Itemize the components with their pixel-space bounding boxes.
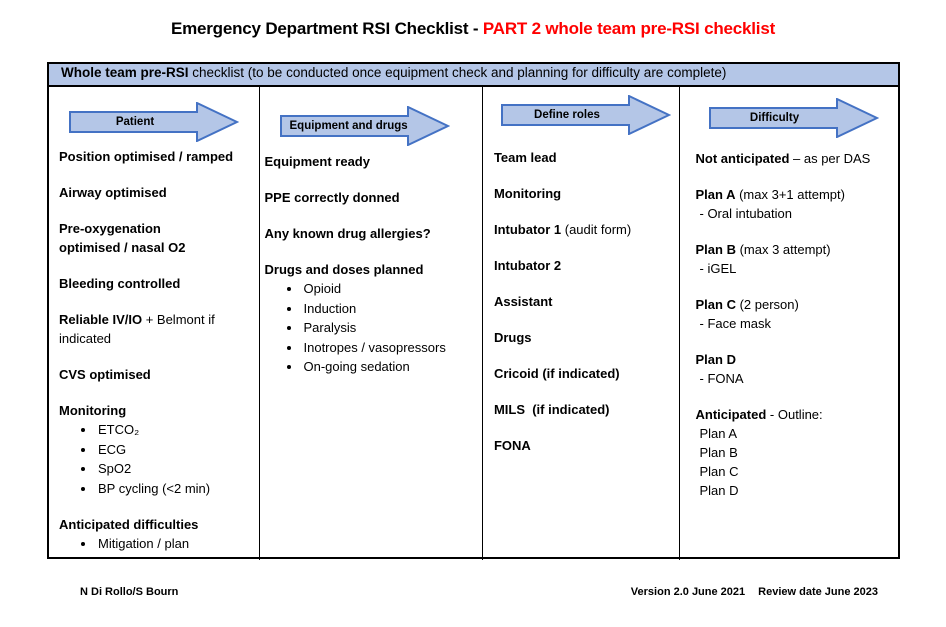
right-arrow-icon bbox=[69, 101, 240, 143]
item-airway: Airway optimised bbox=[59, 185, 167, 200]
item-plan-c-detail: - Face mask bbox=[699, 316, 772, 331]
item-monitoring: Monitoring bbox=[59, 403, 127, 418]
bullet-paralysis: Paralysis bbox=[302, 318, 478, 338]
footer-author: N Di Rollo/S Bourn bbox=[80, 586, 179, 598]
drugs-bullet-list: Opioid Induction Paralysis Inotropes / v… bbox=[265, 279, 478, 377]
item-cvs: CVS optimised bbox=[59, 367, 151, 382]
anticipated-bullet-list: Mitigation / plan bbox=[59, 534, 253, 554]
bullet-etco2: ETCO₂ bbox=[96, 420, 253, 440]
footer-review-date: Review date June 2023 bbox=[758, 586, 878, 598]
outline-plan-a: Plan A bbox=[699, 426, 738, 441]
right-arrow-icon bbox=[708, 97, 879, 139]
item-bleeding: Bleeding controlled bbox=[59, 276, 181, 291]
arrow-label: Equipment and drugs bbox=[289, 120, 408, 132]
item-ppe: PPE correctly donned bbox=[264, 190, 400, 205]
item-reliable-iv: Reliable IV/IO + Belmont if indicated bbox=[59, 312, 215, 346]
item-position: Position optimised / ramped bbox=[59, 149, 234, 164]
difficulty-arrow: Difficulty bbox=[708, 97, 879, 139]
page-title: Emergency Department RSI Checklist - PAR… bbox=[0, 19, 946, 39]
item-not-anticipated: Not anticipated – as per DAS bbox=[695, 151, 871, 166]
bullet-ecg: ECG bbox=[96, 440, 253, 460]
item-plan-b-detail: - iGEL bbox=[699, 261, 737, 276]
equipment-arrow: Equipment and drugs bbox=[279, 105, 450, 147]
right-arrow-icon bbox=[279, 105, 450, 147]
column-patient: Patient Position optimised / ramped Airw… bbox=[49, 87, 260, 560]
arrow-label: Define roles bbox=[534, 109, 600, 121]
right-arrow-icon bbox=[500, 94, 672, 136]
item-fona-role: FONA bbox=[493, 438, 531, 453]
bullet-induction: Induction bbox=[302, 299, 478, 319]
outline-plan-b: Plan B bbox=[699, 445, 738, 460]
item-anticipated-difficulties: Anticipated difficulties bbox=[59, 517, 199, 532]
banner-header: Whole team pre-RSI checklist (to be cond… bbox=[49, 64, 898, 87]
bullet-bp-cycling: BP cycling (<2 min) bbox=[96, 479, 253, 499]
item-cricoid: Cricoid (if indicated) bbox=[493, 366, 620, 381]
page-title-red: PART 2 whole team pre-RSI checklist bbox=[482, 19, 776, 38]
column-difficulty: Difficulty Not anticipated – as per DAS … bbox=[680, 87, 899, 560]
arrow-label: Patient bbox=[115, 116, 155, 128]
item-plan-a: Plan A (max 3+1 attempt) bbox=[695, 187, 845, 202]
roles-arrow: Define roles bbox=[500, 94, 672, 136]
item-plan-c: Plan C (2 person) bbox=[695, 297, 799, 312]
arrow-label: Difficulty bbox=[749, 112, 800, 124]
column-roles: Define roles Team lead Monitoring Intuba… bbox=[483, 87, 680, 560]
item-drugs-planned: Drugs and doses planned bbox=[264, 262, 424, 277]
item-assistant: Assistant bbox=[493, 294, 553, 309]
outline-plan-d: Plan D bbox=[699, 483, 739, 498]
item-drugs-role: Drugs bbox=[493, 330, 532, 345]
item-equipment-ready: Equipment ready bbox=[264, 154, 370, 169]
bullet-inotropes: Inotropes / vasopressors bbox=[302, 338, 478, 358]
bullet-sedation: On-going sedation bbox=[302, 357, 478, 377]
item-plan-d-detail: - FONA bbox=[699, 371, 744, 386]
bullet-mitigation: Mitigation / plan bbox=[96, 534, 253, 554]
item-plan-b: Plan B (max 3 attempt) bbox=[695, 242, 831, 257]
bullet-spo2: SpO2 bbox=[96, 459, 253, 479]
item-allergies: Any known drug allergies? bbox=[264, 226, 431, 241]
footer-version: Version 2.0 June 2021 bbox=[630, 586, 746, 598]
banner-bold-text: Whole team pre-RSI bbox=[61, 65, 189, 80]
item-preoxygenation: Pre-oxygenation optimised / nasal O2 bbox=[59, 221, 186, 255]
bullet-opioid: Opioid bbox=[302, 279, 478, 299]
outline-plan-c: Plan C bbox=[699, 464, 739, 479]
banner-rest-text: checklist (to be conducted once equipmen… bbox=[188, 65, 727, 80]
item-mils: MILS (if indicated) bbox=[493, 402, 610, 417]
patient-arrow: Patient bbox=[69, 101, 240, 143]
column-equipment: Equipment and drugs Equipment ready PPE … bbox=[260, 87, 483, 560]
checklist-table: Whole team pre-RSI checklist (to be cond… bbox=[47, 62, 900, 560]
item-role-monitoring: Monitoring bbox=[493, 186, 562, 201]
page-title-black: Emergency Department RSI Checklist - bbox=[170, 19, 483, 38]
item-intubator-2: Intubator 2 bbox=[493, 258, 562, 273]
columns-row: Patient Position optimised / ramped Airw… bbox=[49, 87, 898, 560]
monitoring-bullet-list: ETCO₂ ECG SpO2 BP cycling (<2 min) bbox=[59, 420, 253, 498]
item-team-lead: Team lead bbox=[493, 150, 557, 165]
item-anticipated-outline: Anticipated - Outline: bbox=[695, 407, 823, 422]
footer-version-info: Version 2.0 June 2021 Review date June 2… bbox=[631, 586, 878, 598]
item-plan-d: Plan D bbox=[695, 352, 736, 367]
item-intubator-1: Intubator 1 (audit form) bbox=[493, 222, 632, 237]
item-plan-a-detail: - Oral intubation bbox=[699, 206, 793, 221]
